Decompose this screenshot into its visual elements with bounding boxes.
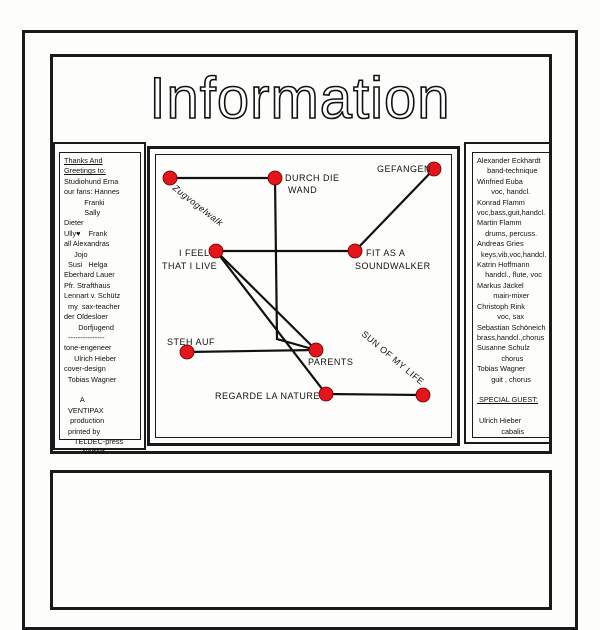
musician-line: Christoph Rink bbox=[477, 301, 525, 311]
line-segment bbox=[215, 250, 327, 395]
station-dot bbox=[426, 161, 442, 177]
line-segment bbox=[215, 250, 317, 351]
credit-line: Tobias Wagner bbox=[64, 374, 117, 384]
station-label-fit-1: FIT AS A bbox=[366, 248, 405, 258]
station-dot bbox=[318, 386, 334, 402]
station-label-parents: PARENTS bbox=[308, 357, 353, 367]
musician-line bbox=[477, 385, 545, 395]
station-label-i-feel-1: I FEEL bbox=[179, 248, 210, 258]
stations bbox=[162, 161, 442, 403]
credit-line: Ulrich Hieber bbox=[64, 353, 117, 363]
musician-line: keys,vib,voc,handcl. bbox=[477, 249, 547, 259]
station-label-gefangen: GEFANGEN bbox=[377, 164, 431, 174]
musician-line: voc, handcl. bbox=[477, 187, 531, 197]
credit-line: A bbox=[64, 395, 85, 405]
station-label-zugvogelwalk: Zugvogelwalk bbox=[170, 182, 225, 228]
credit-line: Dorfjugend bbox=[64, 322, 114, 332]
credit-line: Dieter bbox=[64, 218, 84, 228]
musician-line: main-mixer bbox=[477, 291, 530, 301]
line-segment bbox=[325, 392, 424, 397]
credit-line: Susi Helga bbox=[64, 260, 108, 270]
credit-line: Studiohund Erna bbox=[64, 176, 119, 186]
credit-line: Sally bbox=[64, 208, 101, 218]
musician-line: Susanne Schulz bbox=[477, 343, 530, 353]
station-label-steh-auf: STEH AUF bbox=[167, 337, 215, 347]
station-dot bbox=[308, 342, 324, 358]
credit-line: printed by bbox=[64, 426, 101, 436]
credit-line: Pfr. Strafthaus bbox=[64, 280, 111, 290]
musician-line: chorus bbox=[477, 353, 524, 363]
musician-line: Konrad Flamm bbox=[477, 197, 525, 207]
credit-line: Franki bbox=[64, 197, 105, 207]
musician-line: Martin Flamm bbox=[477, 218, 522, 228]
station-label-sun-of-my-life: SUN OF MY LIFE bbox=[360, 329, 426, 387]
page-title: Information bbox=[149, 62, 451, 132]
musician-line: cabalis bbox=[477, 426, 525, 436]
station-dot bbox=[267, 170, 283, 186]
credit-line: Ully♥ Frank bbox=[64, 228, 108, 238]
line-segment bbox=[186, 348, 317, 354]
musician-line: Alexander Eckhardt bbox=[477, 156, 541, 165]
musician-line: brass,handcl.,chorus bbox=[477, 332, 545, 342]
credit-line: tone-engeneer bbox=[64, 343, 112, 353]
credit-line: production bbox=[64, 416, 105, 426]
musician-line: handcl., flute, voc bbox=[477, 270, 542, 280]
musician-line: guit , chorus bbox=[477, 374, 531, 384]
station-label-fit-2: SOUNDWALKER bbox=[355, 261, 431, 271]
musician-line: band-technique bbox=[477, 166, 538, 176]
credit-line: cover-design bbox=[64, 364, 106, 374]
station-dot bbox=[179, 344, 195, 360]
track-map-svg: Zugvogelwalk DURCH DIE WAND GEFANGEN I F… bbox=[162, 161, 442, 403]
musician-line: SPECIAL GUEST: bbox=[477, 395, 538, 405]
station-dot bbox=[208, 243, 224, 259]
bottom-empty-box bbox=[50, 470, 552, 610]
station-dot bbox=[415, 387, 431, 403]
title-text: Information bbox=[150, 66, 450, 131]
musician-line: Markus Jäckel bbox=[477, 280, 524, 290]
station-label-regarde-la-nature: REGARDE LA NATURE bbox=[215, 391, 320, 401]
musician-line: Tobias Wagner bbox=[477, 364, 526, 374]
station-label-durch-die-wand-2: WAND bbox=[288, 185, 317, 195]
musician-line: Sebastian Schöneich bbox=[477, 322, 546, 332]
musician-line: Ulrich Hieber bbox=[477, 416, 522, 426]
station-dot bbox=[347, 243, 363, 259]
track-map-inner bbox=[155, 154, 452, 438]
line-segment bbox=[354, 168, 435, 252]
musician-line bbox=[477, 406, 545, 416]
credit-line: our fans: Hannes bbox=[64, 187, 120, 197]
credit-line: TELDEC-press bbox=[64, 436, 124, 446]
credit-line: Nortorf bbox=[64, 447, 105, 457]
credit-line: my sax-teacher bbox=[64, 301, 120, 311]
credit-line: Thanks And bbox=[64, 156, 103, 165]
station-label-durch-die-wand-1: DURCH DIE bbox=[285, 173, 340, 183]
track-map: Zugvogelwalk DURCH DIE WAND GEFANGEN I F… bbox=[147, 146, 460, 446]
musician-line: voc,bass,guit,handcl. bbox=[477, 208, 546, 218]
credit-line: der Oldesloer bbox=[64, 312, 108, 322]
credit-line: Greetings to: bbox=[64, 166, 106, 176]
credit-line bbox=[64, 385, 136, 395]
credit-line: Eberhard Lauer bbox=[64, 270, 115, 280]
musician-line: drums, percuss. bbox=[477, 228, 538, 238]
station-label-i-feel-2: THAT I LIVE bbox=[162, 261, 217, 271]
musician-line: Winfried Euba bbox=[477, 176, 523, 186]
line-segment bbox=[273, 177, 317, 352]
musician-line: Andreas Gries bbox=[477, 239, 524, 249]
credit-line: --------------- bbox=[64, 332, 105, 342]
station-dot bbox=[162, 170, 178, 186]
musician-line: Katrin Hoffmann bbox=[477, 260, 530, 270]
credit-line: VENTIPAX bbox=[64, 405, 104, 415]
track-lines bbox=[170, 168, 435, 397]
credit-line: all Alexandras bbox=[64, 239, 110, 249]
credit-line: Lennart v. Schütz bbox=[64, 291, 121, 301]
musician-line: voc, sax bbox=[477, 312, 525, 322]
credit-line: Jojo bbox=[64, 249, 88, 259]
